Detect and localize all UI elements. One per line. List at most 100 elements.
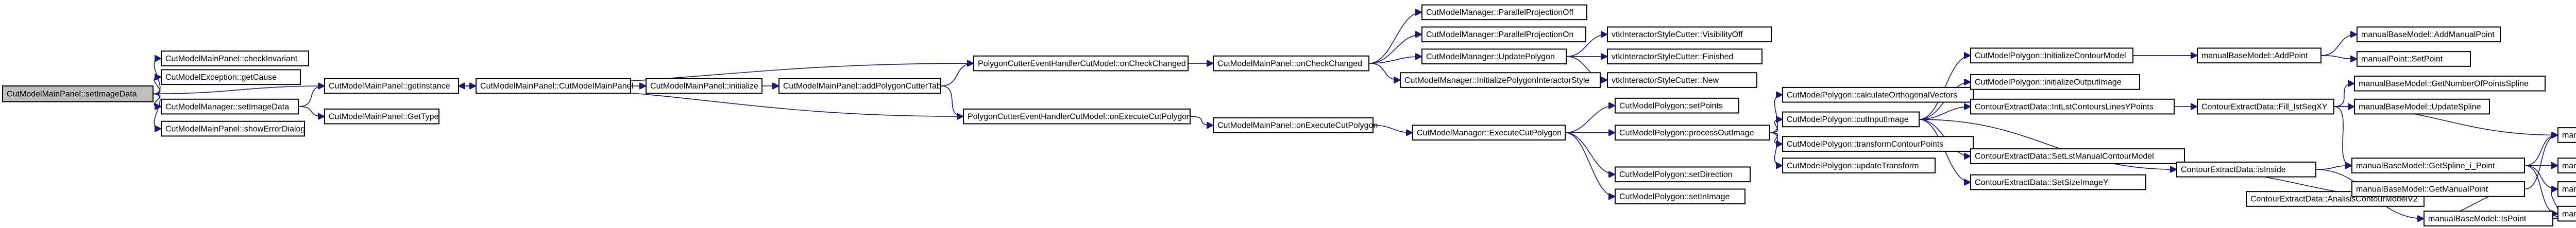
node-box[interactable]	[161, 50, 309, 66]
node-box[interactable]	[1412, 125, 1566, 141]
node-calcOrthogonal[interactable]: CutModelPolygon::calculateOrthogonalVect…	[1782, 86, 1974, 103]
node-box[interactable]	[2197, 98, 2334, 115]
node-box[interactable]	[324, 78, 459, 94]
node-checkInvariant[interactable]: CutModelMainPanel::checkInvariant	[161, 50, 309, 66]
node-isPoint[interactable]: manualBaseModel::IsPoint	[2424, 211, 2553, 227]
node-getTypeModel[interactable]: manualBaseModel::GetTypeModel	[2557, 127, 2576, 143]
node-box[interactable]	[1607, 48, 1762, 65]
node-showErrorDialog[interactable]: CutModelMainPanel::showErrorDialog	[161, 120, 305, 137]
edge-processOutImage-to-calcOrthogonal	[1769, 95, 1783, 133]
node-styleNew[interactable]: vtkInteractorStyleCutter::New	[1607, 72, 1757, 88]
node-visibilityOff[interactable]: vtkInteractorStyleCutter::VisibilityOff	[1607, 26, 1772, 43]
node-mgrSetImageData[interactable]: CutModelManager::setImageData	[161, 98, 299, 115]
node-box[interactable]	[1421, 4, 1587, 21]
node-box[interactable]	[2197, 47, 2321, 64]
node-setInImage[interactable]: CutModelPolygon::setInImage	[1615, 188, 1745, 205]
node-box[interactable]	[973, 55, 1189, 72]
node-transformContourPoints[interactable]: CutModelPolygon::transformContourPoints	[1782, 136, 1974, 152]
node-initContourModel[interactable]: CutModelPolygon::InitializeContourModel	[1970, 47, 2133, 64]
node-ctor[interactable]: CutModelMainPanel::CutModelMainPanel	[476, 78, 633, 94]
node-getNumberOfPointsSpline[interactable]: manualBaseModel::GetNumberOfPointsSpline	[2354, 75, 2546, 92]
node-onCheckChangedHandler[interactable]: PolygonCutterEventHandlerCutModel::onChe…	[973, 55, 1189, 72]
node-mbmAddManualPoint[interactable]: manualBaseModel::AddManualPoint	[2357, 26, 2501, 43]
node-intListContoursLinesYPoints[interactable]: ContourExtractData::IntLstContoursLinesY…	[1970, 98, 2175, 115]
node-box[interactable]	[778, 78, 941, 94]
node-box[interactable]	[2557, 157, 2576, 173]
node-getSplinePoint[interactable]: manualBaseModel::GetSpline_i_Point	[2351, 157, 2525, 173]
node-box[interactable]	[646, 78, 762, 94]
node-setSizeImageY[interactable]: ContourExtractData::SetSizeImageY	[1970, 174, 2146, 190]
node-getX[interactable]: manualPoint::GetX	[2557, 181, 2576, 197]
node-box[interactable]	[1615, 166, 1751, 183]
node-box[interactable]	[2357, 51, 2471, 67]
node-getInstance[interactable]: CutModelMainPanel::getInstance	[324, 78, 459, 94]
node-processOutImage[interactable]: CutModelPolygon::processOutImage	[1615, 125, 1770, 141]
node-onExecuteCutPolygon[interactable]: CutModelMainPanel::onExecuteCutPolygon	[1213, 117, 1378, 133]
node-finished[interactable]: vtkInteractorStyleCutter::Finished	[1607, 48, 1762, 65]
node-box[interactable]	[2557, 127, 2576, 143]
node-box[interactable]	[2354, 75, 2546, 92]
node-box[interactable]	[1782, 136, 1974, 152]
node-box[interactable]	[476, 78, 631, 94]
node-onExecuteCutPolygonHandler[interactable]: PolygonCutterEventHandlerCutModel::onExe…	[963, 108, 1191, 125]
node-setListManualContourModel[interactable]: ContourExtractData::SetLstManualContourM…	[1970, 148, 2185, 164]
node-addPolygonCutterTab[interactable]: CutModelMainPanel::addPolygonCutterTab	[778, 78, 941, 94]
node-box[interactable]	[1213, 117, 1374, 133]
node-box[interactable]	[1782, 86, 1974, 103]
node-box[interactable]	[161, 98, 299, 115]
node-updatePolygon[interactable]: CutModelManager::UpdatePolygon	[1421, 48, 1567, 65]
node-mbmAddPoint[interactable]: manualBaseModel::AddPoint	[2197, 47, 2321, 64]
node-box[interactable]	[2354, 98, 2490, 115]
node-box[interactable]	[161, 69, 301, 85]
node-initPolygonInteractorStyle[interactable]: CutModelManager::InitializePolygonIntera…	[1400, 72, 1601, 88]
node-getCause[interactable]: CutModelException::getCause	[161, 69, 301, 85]
node-box[interactable]	[1970, 74, 2140, 90]
node-updateTransform[interactable]: CutModelPolygon::updateTransform	[1782, 157, 1936, 173]
node-setDirection[interactable]: CutModelPolygon::setDirection	[1615, 166, 1751, 183]
node-getY[interactable]: manualPoint::GetY	[2557, 205, 2576, 222]
node-box[interactable]	[1607, 72, 1757, 88]
node-setImageData[interactable]: CutModelMainPanel::setImageData	[2, 85, 154, 102]
node-getType[interactable]: CutModelMainPanel::GetType	[324, 108, 439, 125]
node-box[interactable]	[1607, 26, 1772, 43]
node-fillLstSegX[interactable]: ContourExtractData::Fill_lstSegXY	[2197, 98, 2334, 115]
node-cutInputImage[interactable]: CutModelPolygon::cutInputImage	[1782, 111, 1920, 128]
node-box[interactable]	[1970, 174, 2146, 190]
node-onCheckChanged[interactable]: CutModelMainPanel::onCheckChanged	[1213, 55, 1369, 72]
node-box[interactable]	[1615, 188, 1745, 205]
node-initOutputImage[interactable]: CutModelPolygon::initializeOutputImage	[1970, 74, 2140, 90]
node-box[interactable]	[1400, 72, 1601, 88]
node-getZ[interactable]: manualPoint::GetZ	[2557, 157, 2576, 173]
node-box[interactable]	[1970, 98, 2175, 115]
node-box[interactable]	[963, 108, 1191, 125]
node-box[interactable]	[1782, 111, 1920, 128]
node-mpSetPoint[interactable]: manualPoint::SetPoint	[2357, 51, 2471, 67]
node-box[interactable]	[2557, 205, 2576, 222]
node-box[interactable]	[2424, 211, 2553, 227]
node-parallelOff[interactable]: CutModelManager::ParallelProjectionOff	[1421, 4, 1587, 21]
node-box[interactable]	[1970, 47, 2133, 64]
node-box[interactable]	[1213, 55, 1369, 72]
node-box[interactable]	[2557, 181, 2576, 197]
node-updateSpline[interactable]: manualBaseModel::UpdateSpline	[2354, 98, 2490, 115]
node-setPoints[interactable]: CutModelPolygon::setPoints	[1615, 97, 1739, 114]
node-box[interactable]	[324, 108, 439, 125]
node-box[interactable]	[2351, 181, 2525, 197]
node-box[interactable]	[1421, 48, 1567, 65]
node-box[interactable]	[161, 120, 305, 137]
node-box[interactable]	[1782, 157, 1936, 173]
node-getManualPoint[interactable]: manualBaseModel::GetManualPoint	[2351, 181, 2525, 197]
node-box[interactable]	[1615, 125, 1770, 141]
node-box[interactable]	[2176, 161, 2316, 178]
node-box[interactable]	[2357, 26, 2501, 43]
node-box[interactable]	[1615, 97, 1739, 114]
node-executeCutPolygon[interactable]: CutModelManager::ExecuteCutPolygon	[1412, 125, 1566, 141]
node-box[interactable]	[2351, 157, 2525, 173]
node-initialize[interactable]: CutModelMainPanel::initialize	[646, 78, 762, 94]
node-label: CutModelPolygon::setPoints	[1619, 101, 1723, 110]
node-isInside[interactable]: ContourExtractData::isInside	[2176, 161, 2316, 178]
node-box[interactable]	[1970, 148, 2185, 164]
node-box[interactable]	[1421, 26, 1586, 43]
node-box[interactable]	[2, 85, 154, 102]
node-parallelOn[interactable]: CutModelManager::ParallelProjectionOn	[1421, 26, 1586, 43]
